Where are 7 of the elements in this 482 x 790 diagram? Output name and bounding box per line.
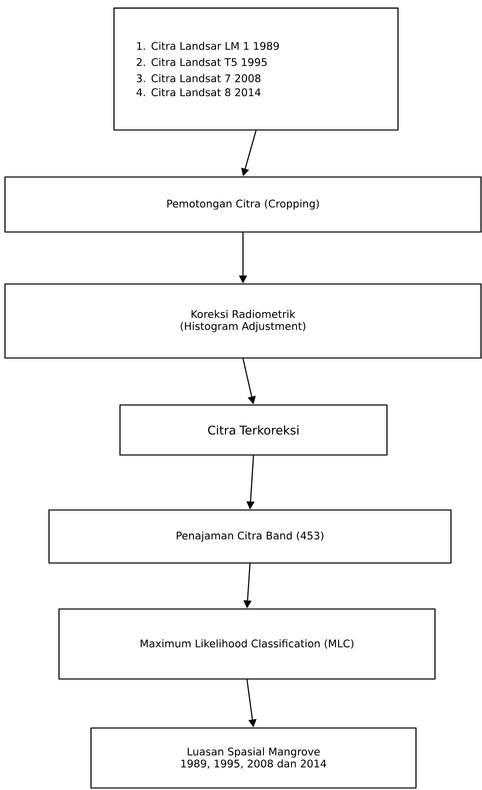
process-box: Luasan Spasial Mangrove 1989, 1995, 2008 dan 2014 (90, 727, 417, 789)
process-box: Penajaman Citra Band (453) (48, 509, 452, 564)
process-box: Citra Terkoreksi (119, 404, 388, 456)
process-box: 1. Citra Landsar LM 1 1989 2. Citra Landsat T5 1995 3. Citra Landsat 7 2008 4. Citra Landsat 8 2014 (113, 7, 399, 131)
process-box: Pemotongan Citra (Cropping) (4, 176, 482, 233)
process-box: Koreksi Radiometrik (Histogram Adjustment) (4, 283, 482, 359)
process-box: Maximum Likelihood Classification (MLC) (58, 608, 436, 680)
